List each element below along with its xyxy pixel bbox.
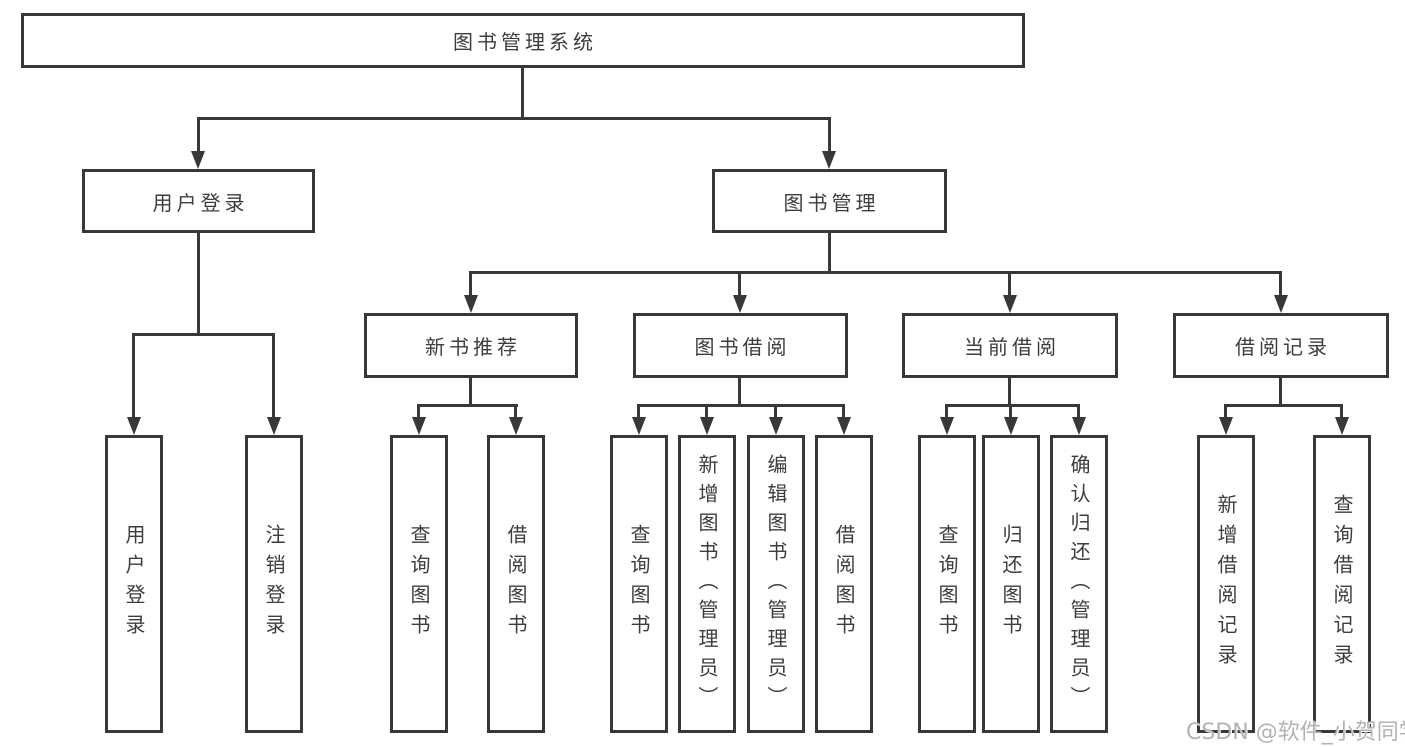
arrow-down-icon (267, 417, 281, 435)
connector-line (1224, 404, 1343, 407)
node-current-borrow: 当前借阅 (902, 313, 1118, 378)
connector-line (1224, 404, 1227, 419)
arrow-down-icon (1004, 417, 1018, 435)
connector-line (469, 271, 472, 298)
node-book-management: 图书管理 (712, 169, 947, 233)
connector-line (272, 333, 275, 419)
connector-line (132, 333, 135, 419)
connector-line (1340, 404, 1343, 419)
arrow-down-icon (1003, 295, 1017, 313)
arrow-down-icon (822, 151, 836, 169)
connector-line (1008, 378, 1011, 407)
leaf-return-book: 归还图书 (982, 435, 1040, 733)
leaf-label: 用户登录 (122, 524, 146, 644)
node-new-book-recommend: 新书推荐 (364, 313, 578, 378)
arrow-down-icon (940, 417, 954, 435)
connector-line (521, 68, 524, 118)
connector-line (1279, 378, 1282, 407)
arrow-down-icon (769, 417, 783, 435)
leaf-borrow-book: 借阅图书 (815, 435, 873, 733)
leaf-add-book-admin: 新增图书（管理员） (678, 435, 736, 733)
leaf-label: 归还图书 (999, 524, 1023, 644)
arrow-down-icon (1219, 417, 1233, 435)
connector-line (738, 378, 741, 407)
arrow-down-icon (837, 417, 851, 435)
leaf-label: 借阅图书 (832, 524, 856, 644)
leaf-user-login: 用户登录 (105, 435, 163, 733)
connector-line (945, 404, 948, 419)
connector-line (469, 271, 1282, 274)
connector-line (705, 404, 708, 419)
connector-line (132, 333, 275, 336)
node-library-system: 图书管理系统 (21, 13, 1025, 68)
connector-line (417, 404, 518, 407)
connector-line (1077, 404, 1080, 419)
leaf-query-borrow-record: 查询借阅记录 (1313, 435, 1371, 733)
connector-line (197, 233, 200, 335)
arrow-down-icon (191, 151, 205, 169)
leaf-label: 查询借阅记录 (1330, 494, 1354, 674)
leaf-label: 注销登录 (262, 524, 286, 644)
leaf-label: 查询图书 (935, 524, 959, 644)
connector-line (738, 271, 741, 298)
connector-line (945, 404, 1080, 407)
leaf-edit-book-admin: 编辑图书（管理员） (747, 435, 805, 733)
leaf-logout: 注销登录 (245, 435, 303, 733)
connector-line (842, 404, 845, 419)
node-book-borrow: 图书借阅 (633, 313, 848, 378)
connector-line (637, 404, 640, 419)
connector-line (469, 378, 472, 407)
connector-line (637, 404, 845, 407)
leaf-query-book: 查询图书 (390, 435, 448, 733)
leaf-query-book: 查询图书 (610, 435, 668, 733)
connector-line (1008, 271, 1011, 298)
leaf-label: 查询图书 (407, 524, 431, 644)
csdn-watermark: CSDN @软件_小贺同学 (1186, 720, 1405, 745)
arrow-down-icon (509, 417, 523, 435)
arrow-down-icon (632, 417, 646, 435)
arrow-down-icon (1335, 417, 1349, 435)
arrow-down-icon (412, 417, 426, 435)
arrow-down-icon (127, 417, 141, 435)
leaf-borrow-book: 借阅图书 (487, 435, 545, 733)
leaf-label: 确认归还（管理员） (1067, 453, 1091, 715)
leaf-confirm-return-admin: 确认归还（管理员） (1050, 435, 1108, 733)
connector-line (197, 117, 200, 153)
connector-line (828, 117, 831, 153)
connector-line (197, 117, 831, 120)
leaf-label: 新增图书（管理员） (695, 453, 719, 715)
leaf-label: 查询图书 (627, 524, 651, 644)
arrow-down-icon (700, 417, 714, 435)
leaf-label: 借阅图书 (504, 524, 528, 644)
connector-line (514, 404, 517, 419)
node-user-login: 用户登录 (82, 169, 315, 233)
arrow-down-icon (1072, 417, 1086, 435)
arrow-down-icon (1274, 295, 1288, 313)
leaf-add-borrow-record: 新增借阅记录 (1197, 435, 1255, 733)
connector-line (828, 233, 831, 274)
leaf-query-book: 查询图书 (918, 435, 976, 733)
arrow-down-icon (733, 295, 747, 313)
connector-line (1009, 404, 1012, 419)
arrow-down-icon (464, 295, 478, 313)
node-borrow-record: 借阅记录 (1173, 313, 1389, 378)
connector-line (1279, 271, 1282, 298)
connector-line (417, 404, 420, 419)
leaf-label: 编辑图书（管理员） (764, 453, 788, 715)
connector-line (774, 404, 777, 419)
leaf-label: 新增借阅记录 (1214, 494, 1238, 674)
